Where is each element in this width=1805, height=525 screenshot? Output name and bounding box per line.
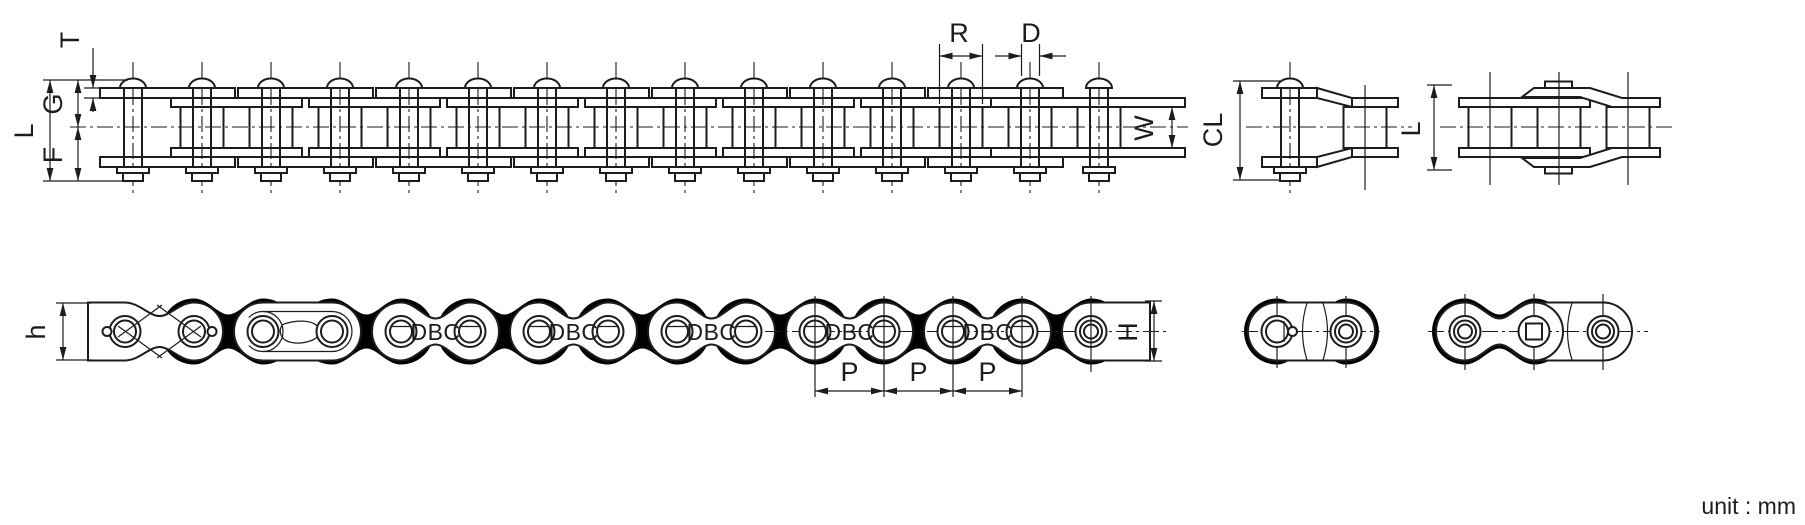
dim-label-D: D: [1021, 18, 1041, 48]
chain-plan-view: DBC DBC DBC DBC DBC: [87, 296, 1168, 397]
dim-label-R: R: [949, 18, 969, 48]
dimension-annotations: T L G F R D W CL L h H P P P: [9, 18, 1452, 395]
spring-clip: [246, 310, 353, 353]
cotter-pin-right: [156, 304, 218, 359]
dim-label-W: W: [1129, 115, 1159, 141]
dim-label-h: h: [21, 324, 51, 339]
dim-label-G: G: [38, 93, 68, 114]
dim-label-P1: P: [840, 357, 858, 387]
brand-stamp-text: DBC: [824, 319, 874, 345]
chain-side-view: [70, 61, 1188, 194]
brand-stamp-text: DBC: [686, 319, 736, 345]
outer-plate-bars: [99, 87, 1064, 168]
two-pitch-offset-link-plan-view: [1428, 294, 1648, 370]
dim-label-P3: P: [978, 357, 996, 387]
dim-label-CL: CL: [1198, 113, 1228, 148]
brand-stamp-text: DBC: [410, 319, 460, 345]
offset-link-side-view: [1246, 61, 1412, 194]
connecting-link-side-view: [1440, 72, 1672, 185]
dim-label-L-link: L: [1396, 121, 1426, 136]
dim-label-F: F: [38, 147, 68, 164]
square-pin-end: [1517, 315, 1551, 348]
dim-label-H: H: [1113, 322, 1143, 342]
brand-stamp-text: DBC: [962, 319, 1012, 345]
offset-link-plan-view: [1242, 296, 1380, 368]
cotter-pin-left: [101, 304, 163, 359]
dim-label-T: T: [55, 32, 85, 49]
dim-label-P2: P: [909, 357, 927, 387]
dim-label-L: L: [9, 123, 39, 138]
brand-stamp-text: DBC: [548, 319, 598, 345]
unit-note: unit : mm: [1701, 493, 1796, 519]
